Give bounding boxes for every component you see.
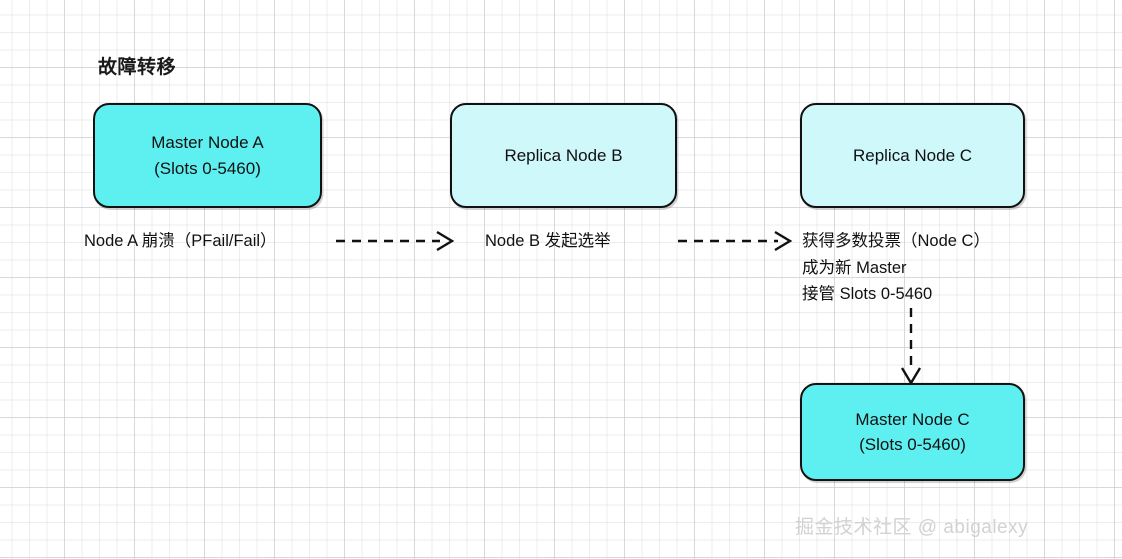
step-label-node-b-election: Node B 发起选举	[485, 228, 611, 255]
node-label-line2: (Slots 0-5460)	[154, 158, 261, 178]
node-replica-node-b[interactable]: Replica Node B	[450, 103, 677, 208]
step-label-node-a-crash: Node A 崩溃（PFail/Fail）	[84, 228, 277, 255]
watermark: 掘金技术社区 @ abigalexy	[795, 517, 1029, 538]
step-line: Node B 发起选举	[485, 232, 611, 250]
arrow-c-promote	[900, 308, 922, 386]
arrow-head	[774, 230, 793, 252]
node-label-line1: Replica Node C	[852, 145, 973, 165]
step-line: 成为新 Master	[802, 258, 907, 277]
arrow-a-to-b	[336, 230, 455, 252]
node-replica-node-c[interactable]: Replica Node C	[800, 103, 1025, 208]
arrow-head	[436, 230, 455, 252]
step-line: 获得多数投票（Node C）	[802, 232, 990, 250]
node-master-node-c[interactable]: Master Node C (Slots 0-5460)	[800, 383, 1025, 481]
page-title: 故障转移	[98, 57, 177, 78]
node-label-line1: Replica Node B	[504, 145, 623, 165]
node-label-line2: (Slots 0-5460)	[859, 435, 966, 454]
arrow-b-to-c	[678, 230, 793, 252]
node-master-node-a[interactable]: Master Node A (Slots 0-5460)	[93, 103, 322, 208]
arrow-head	[900, 367, 922, 386]
step-label-node-c-promotion: 获得多数投票（Node C） 成为新 Master 接管 Slots 0-546…	[802, 228, 990, 308]
node-label-line1: Master Node A	[151, 133, 264, 153]
node-label-line1: Master Node C	[855, 409, 970, 429]
step-line: 接管 Slots 0-5460	[802, 285, 933, 304]
step-line: Node A 崩溃（PFail/Fail）	[84, 232, 277, 250]
